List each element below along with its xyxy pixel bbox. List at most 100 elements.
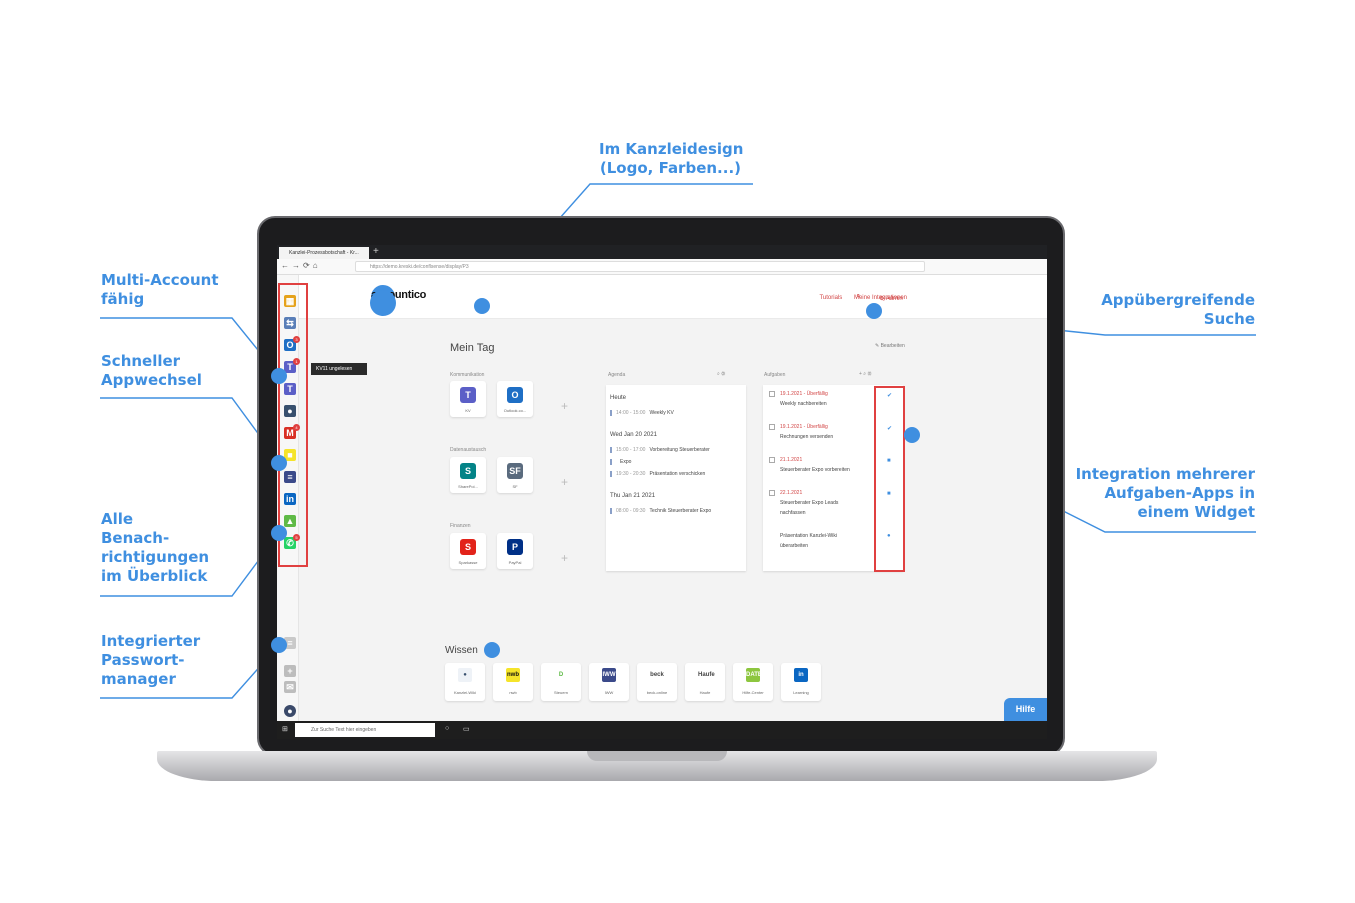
teams-icon[interactable]: T bbox=[284, 361, 296, 373]
outlook-icon[interactable]: O bbox=[284, 339, 296, 351]
wissen-tile-label: Learning bbox=[793, 690, 809, 695]
password-dot bbox=[271, 637, 287, 653]
account-switch-icon[interactable]: ⇆ bbox=[284, 317, 296, 329]
aufgaben-tools-icon[interactable]: + ⌕ ⚙ bbox=[859, 371, 872, 377]
add-tile-kommunikation[interactable]: + bbox=[561, 399, 569, 413]
browser-tab[interactable]: Kanzlei-Prozessbotschaft - Kr... bbox=[279, 247, 369, 259]
linkedin-icon: in bbox=[794, 668, 808, 682]
planner-icon: ■ bbox=[887, 458, 891, 464]
windows-taskbar: ⊞ Zur Suche Text hier eingeben ○ ▭ bbox=[277, 721, 1047, 739]
app-tile-label: KV bbox=[465, 408, 471, 413]
iww-icon[interactable]: ≡ bbox=[284, 471, 296, 483]
beck-icon: beck bbox=[650, 668, 664, 682]
task-checkbox[interactable] bbox=[769, 391, 775, 397]
browser-nav-icons[interactable]: ←→⟳⌂ bbox=[281, 261, 321, 270]
agenda-event[interactable]: Expo bbox=[610, 459, 631, 465]
password-manager-icon[interactable]: ≡ bbox=[284, 637, 296, 649]
task-date: 19.1.2021 - Überfällig bbox=[780, 391, 828, 397]
grid-icon[interactable]: ▦ bbox=[284, 295, 296, 307]
callout-multi-account: Multi-Account fähig bbox=[101, 271, 219, 309]
add-icon[interactable]: + bbox=[284, 665, 296, 677]
taskview-icon[interactable]: ○ bbox=[445, 725, 450, 732]
task-checkbox[interactable] bbox=[769, 457, 775, 463]
avatar[interactable]: ● bbox=[284, 705, 296, 717]
task-item[interactable]: überarbeiten bbox=[780, 543, 808, 549]
help-button[interactable]: Hilfe bbox=[1004, 698, 1047, 721]
callout-notifications-line-3: richtigungen bbox=[101, 548, 210, 566]
search-icon[interactable]: ⌕ bbox=[856, 291, 861, 300]
windows-start-icon[interactable]: ⊞ bbox=[282, 726, 288, 733]
whatsapp-icon[interactable]: ✆ bbox=[284, 537, 296, 549]
task-item[interactable]: 21.1.2021 bbox=[769, 457, 802, 463]
flag-icon[interactable]: ▲ bbox=[284, 515, 296, 527]
url-field[interactable]: https://demo.kreski.de/conflsense/displa… bbox=[355, 261, 925, 272]
agenda-event-title: Präsentation verschicken bbox=[649, 471, 706, 477]
wissen-tile[interactable]: beck beck-online bbox=[637, 663, 677, 701]
note-icon[interactable]: ■ bbox=[284, 449, 296, 461]
task-checkbox[interactable] bbox=[769, 424, 775, 430]
todo-circle-icon: ● bbox=[887, 533, 891, 539]
teams-icon[interactable]: T bbox=[284, 383, 296, 395]
sharepoint-icon: S bbox=[460, 463, 476, 479]
task-item[interactable]: 22.1.2021 bbox=[769, 490, 802, 496]
aufgaben-label: Aufgaben bbox=[764, 372, 786, 378]
wissen-tile-label: beck-online bbox=[646, 690, 668, 695]
add-tile-datenaustausch[interactable]: + bbox=[561, 475, 569, 489]
wissen-dot bbox=[484, 642, 500, 658]
multi-account-dot bbox=[271, 368, 287, 384]
top-links: Tutorials Meine Integrationen bbox=[809, 295, 907, 301]
callout-search-line-2: Suche bbox=[1203, 310, 1255, 328]
agenda-day: Wed Jan 20 2021 bbox=[610, 432, 657, 438]
chat-icon[interactable]: ✉ bbox=[284, 681, 296, 693]
taskbar-search-input[interactable]: Zur Suche Text hier eingeben bbox=[295, 723, 435, 737]
new-tab-icon[interactable]: + bbox=[373, 246, 379, 257]
task-item[interactable]: nachfassen bbox=[780, 510, 806, 516]
todo-check-icon: ✔ bbox=[887, 426, 893, 432]
sidebar-highlight-frame bbox=[278, 283, 308, 567]
task-item[interactable]: 19.1.2021 - Überfällig bbox=[769, 424, 828, 430]
wissen-title: Wissen bbox=[445, 645, 478, 656]
task-item[interactable]: 19.1.2021 - Überfällig bbox=[769, 391, 828, 397]
section-label-kommunikation: Kommunikation bbox=[450, 372, 485, 378]
section-label-finanzen: Finanzen bbox=[450, 523, 471, 529]
agenda-event-time: 19:30 - 20:30 bbox=[616, 471, 646, 477]
callout-app-switch-line-2: Appwechsel bbox=[101, 371, 202, 389]
agenda-day: Heute bbox=[610, 395, 627, 401]
task-item[interactable]: Präsentation Kanzlei-Wiki bbox=[780, 533, 837, 539]
admin-menu[interactable]: ⚙ Admin bbox=[879, 296, 903, 302]
wissen-tile[interactable]: ●Kanzlei-Wiki bbox=[445, 663, 485, 701]
agenda-search-icon[interactable]: ⌕ ⚙ bbox=[717, 371, 726, 377]
linkedin-icon[interactable]: in bbox=[284, 493, 296, 505]
gmail-icon[interactable]: M bbox=[284, 427, 296, 439]
link-tutorials[interactable]: Tutorials bbox=[819, 295, 843, 301]
add-tile-finanzen[interactable]: + bbox=[561, 551, 569, 565]
browser-addressbar: ←→⟳⌂ https://demo.kreski.de/conflsense/d… bbox=[277, 259, 1047, 275]
edit-button[interactable]: ✎ Bearbeiten bbox=[875, 343, 905, 349]
agenda-label: Agenda bbox=[608, 372, 626, 378]
callout-notifications: Alle Benach- richtigungen im Überblick bbox=[101, 510, 209, 586]
task-checkbox[interactable] bbox=[769, 490, 775, 496]
link-integrations[interactable]: Meine Integrationen bbox=[853, 295, 907, 301]
sparkasse-icon: S bbox=[460, 539, 476, 555]
taskbar-app-icon[interactable]: ▭ bbox=[463, 726, 470, 733]
lightbulb-icon[interactable]: ● bbox=[284, 405, 296, 417]
